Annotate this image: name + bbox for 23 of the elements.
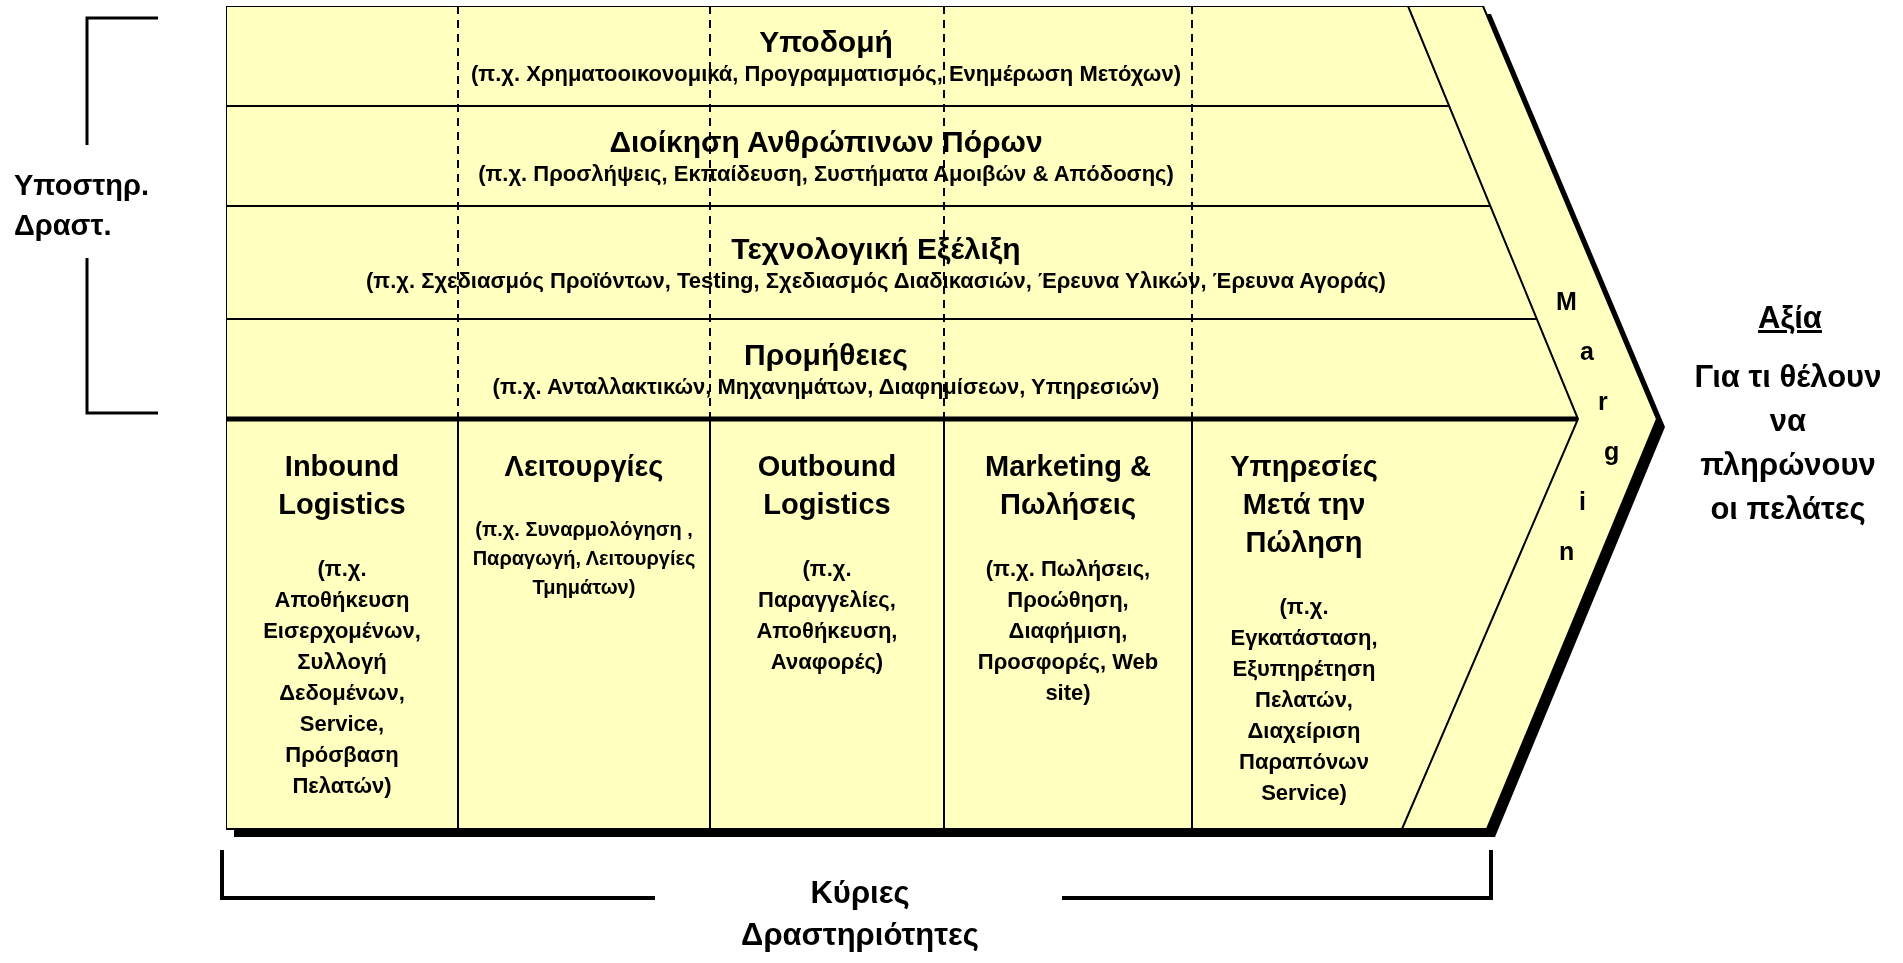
- description-text: (π.χ. Ανταλλακτικών, Μηχανημάτων, Διαφημίσεων, Υπηρεσιών): [492, 373, 1160, 401]
- heading-text: Υποδομή: [759, 24, 893, 60]
- heading-text: Marketing & Πωλήσεις: [984, 449, 1152, 522]
- description-text: (π.χ. Σχεδιασμός Προϊόντων, Testing, Σχεδιασμός Διαδικασιών, Έρευνα Υλικών, Έρευνα Αγοράς): [366, 266, 1386, 295]
- value-heading: Αξία: [1757, 299, 1823, 337]
- heading-text: Inbound Logistics: [277, 449, 407, 522]
- description-text: (π.χ. Πωλήσεις, Προώθηση, Διαφήμιση, Προσφορές, Web site): [976, 555, 1160, 707]
- side-label: Υποστηρ. Δραστ.: [14, 168, 150, 243]
- description-text: (π.χ. Συναρμολόγηση , Παραγωγή, Λειτουργίες Τμημάτων): [471, 517, 697, 600]
- heading-text: Προμήθειες: [744, 337, 908, 373]
- heading-text: Τεχνολογική Εξέλιξη: [731, 230, 1021, 267]
- margin-label: Margin: [1556, 286, 1616, 567]
- description-text: (π.χ. Αποθήκευση Εισερχομένων, Συλλογή Δεδομένων, Service, Πρόσβαση Πελατών): [262, 555, 422, 800]
- heading-text: Διοίκηση Ανθρώπινων Πόρων: [609, 124, 1043, 160]
- heading-text: Outbound Logistics: [756, 449, 898, 522]
- description-text: (π.χ. Εγκατάσταση, Εξυπηρέτηση Πελατών, Διαχείριση Παραπόνων Service): [1229, 593, 1379, 807]
- description-text: (π.χ. Χρηματοοικονομικά, Προγραμματισμός, Ενημέρωση Μετόχων): [471, 60, 1181, 88]
- description-text: (π.χ. Προσλήψεις, Εκπαίδευση, Συστήματα Αμοιβών & Απόδοσης): [478, 160, 1174, 188]
- heading-text: Λειτουργίες: [503, 449, 665, 484]
- value-description: Για τι θέλουν να πληρώνουν οι πελάτες: [1693, 358, 1883, 528]
- description-text: (π.χ. Παραγγελίες, Αποθήκευση, Αναφορές): [755, 555, 899, 676]
- bottom-label: Κύριες Δραστηριότητες: [740, 874, 980, 954]
- heading-text: Υπηρεσίες Μετά την Πώληση: [1229, 449, 1379, 560]
